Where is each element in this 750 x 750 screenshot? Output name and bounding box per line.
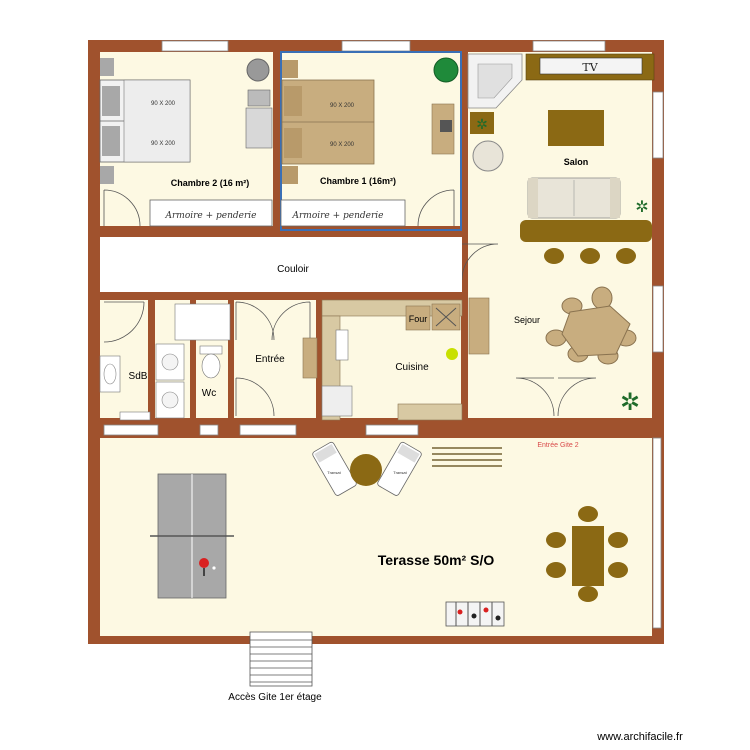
room-label-chambre1: Chambre 1 (16m²) <box>320 176 396 186</box>
desk-chambre1 <box>431 57 459 155</box>
wall-entree-cuisine <box>316 300 322 420</box>
tv-screen <box>539 57 643 75</box>
shower-entree <box>174 303 231 341</box>
plant-icon: ✲ <box>620 389 640 416</box>
washer-units <box>155 343 185 419</box>
cooktop <box>431 303 461 331</box>
wall-ch2-ch1 <box>273 52 281 230</box>
armoire-chambre1 <box>280 199 406 227</box>
stairs <box>249 631 313 687</box>
wall-couloir-south <box>100 292 462 300</box>
wall-ch1-salon <box>461 52 468 428</box>
room-label-wc: Wc <box>202 388 216 399</box>
tv-label: TV <box>582 61 598 74</box>
dining-table-sejour <box>545 286 637 365</box>
shower-tray <box>119 411 151 421</box>
babyfoot <box>445 601 505 627</box>
bed-label: 90 X 200 <box>151 101 176 107</box>
oven <box>405 305 431 331</box>
watermark: www.archifacile.fr <box>596 731 683 743</box>
bed-label: 90 X 200 <box>330 103 355 109</box>
room-label-sejour: Sejour <box>514 315 540 325</box>
transat-label: Transat <box>327 470 341 475</box>
windows <box>103 40 664 629</box>
room-label-cuisine: Cuisine <box>395 362 429 373</box>
wall-wc-entree <box>228 300 234 420</box>
coffee-table <box>548 110 604 146</box>
transat-label: Transat <box>393 470 407 475</box>
wall-rooms-couloir <box>100 226 462 237</box>
lamp <box>446 348 458 360</box>
plant-icon: ✲ <box>476 116 488 132</box>
armoire-label: Armoire + penderie <box>164 211 256 221</box>
oven-label: Four <box>409 314 428 324</box>
chambre2-beds <box>99 58 191 184</box>
toilet <box>199 345 223 379</box>
armchair-round <box>472 140 504 172</box>
room-label-chambre2: Chambre 2 (16 m²) <box>171 178 250 188</box>
entree-gite2-label: Entrée Gite 2 <box>537 442 578 449</box>
chambre1-selection[interactable] <box>280 51 462 231</box>
sideboard <box>468 297 490 355</box>
wall-sdb-wc <box>148 300 155 420</box>
side-table <box>350 454 382 486</box>
bench <box>432 447 502 467</box>
plant-icon: ✲ <box>635 199 648 216</box>
desk-chambre2 <box>245 58 273 149</box>
bar-counter <box>520 220 652 242</box>
room-label-couloir: Couloir <box>277 264 309 275</box>
armoire-label: Armoire + penderie <box>291 211 383 221</box>
fireplace <box>467 53 523 109</box>
sofa <box>527 177 621 219</box>
chambre1-beds <box>281 60 375 184</box>
room-label-sdb: SdB <box>129 371 148 382</box>
entree-cabinet <box>302 337 318 379</box>
doors <box>103 189 597 417</box>
bed-label: 90 X 200 <box>330 142 355 148</box>
room-label-salon: Salon <box>564 157 589 167</box>
outdoor-dining-table <box>546 506 628 602</box>
couloir-floor <box>100 237 462 292</box>
ping-pong-table <box>150 473 234 599</box>
transat-right <box>377 441 422 496</box>
plant-pot <box>470 112 494 134</box>
room-label-entree: Entrée <box>255 354 285 365</box>
bar-stools <box>544 248 636 264</box>
wall-wc <box>190 300 196 420</box>
transat-left <box>312 441 357 496</box>
stairs-label: Accès Gite 1er étage <box>228 692 322 703</box>
room-label-terrasse: Terasse 50m² S/O <box>378 552 495 568</box>
bed-label: 90 X 200 <box>151 141 176 147</box>
armoire-chambre2 <box>149 199 273 227</box>
